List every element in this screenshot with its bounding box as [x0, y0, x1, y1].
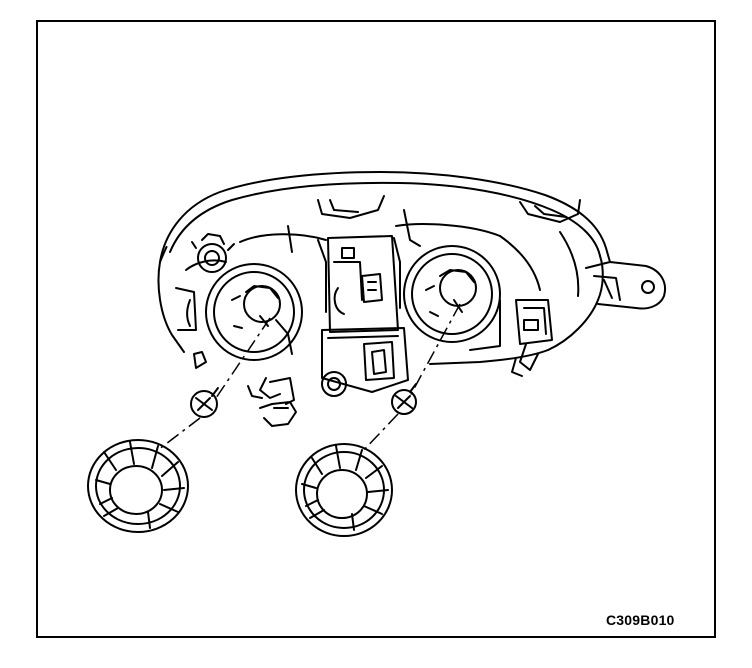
leader-line-right-cap: [361, 413, 399, 453]
bulb-right-icon: [391, 383, 417, 415]
mounting-bracket-icon: [585, 261, 666, 310]
dust-cap-left-icon: [87, 439, 189, 533]
connector-icon: [321, 235, 409, 397]
bulb-retaining-clip-icon: [193, 351, 297, 427]
bulb-retaining-clip-icon: [511, 299, 553, 377]
dust-cap-right-icon: [295, 443, 393, 537]
leader-line-left-bulb: [215, 317, 271, 399]
figure-code: C309B010: [606, 612, 675, 628]
bulb-left-icon: [190, 387, 219, 418]
bulb-socket-right-icon: [403, 245, 501, 343]
headlamp-housing-icon: [157, 171, 611, 365]
leader-line-right-bulb: [409, 303, 461, 397]
leader-lines: [157, 303, 461, 453]
bulb-left-icon: [205, 263, 303, 361]
bulb-socket-left-icon: [191, 233, 235, 273]
leader-line-left-cap: [157, 417, 201, 451]
